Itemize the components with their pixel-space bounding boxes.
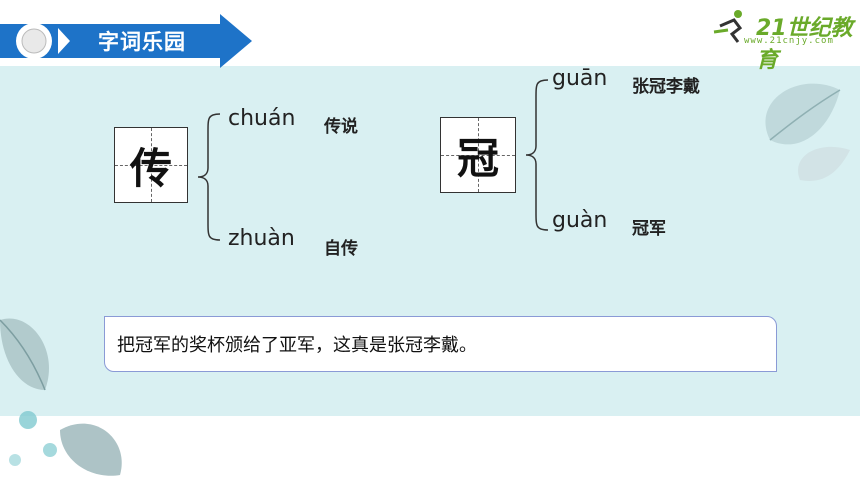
logo-url: www.21cnjy.com xyxy=(744,36,834,46)
example-word: 自传 xyxy=(324,239,358,259)
brace-icon xyxy=(197,113,221,241)
pinyin-reading: chuán xyxy=(228,106,296,131)
leaf-decoration-left-icon xyxy=(0,318,122,476)
section-title: 字词乐园 xyxy=(98,30,186,54)
pinyin-reading: zhuàn xyxy=(228,226,295,251)
example-word: 冠军 xyxy=(632,219,666,239)
example-sentence-box: 把冠军的奖杯颁给了亚军，这真是张冠李戴。 xyxy=(104,316,777,372)
example-word: 张冠李戴 xyxy=(632,77,700,97)
character: 传 xyxy=(129,143,172,193)
pinyin-reading: guàn xyxy=(552,208,608,233)
example-word: 传说 xyxy=(324,117,358,137)
character: 冠 xyxy=(456,133,499,183)
example-sentence: 把冠军的奖杯颁给了亚军，这真是张冠李戴。 xyxy=(117,335,477,356)
character-box-chuan: 传 xyxy=(114,127,188,203)
brand-logo: 21世纪教育 www.21cnjy.com xyxy=(700,4,860,73)
brace-icon xyxy=(525,79,549,231)
header-arrow-banner xyxy=(0,14,252,68)
pinyin-reading: guān xyxy=(552,66,608,91)
character-box-guan: 冠 xyxy=(440,117,516,193)
leaf-decoration-right-icon xyxy=(765,83,850,181)
logo-text: 21世纪教育 xyxy=(756,16,853,73)
runner-logo-icon xyxy=(713,10,743,43)
